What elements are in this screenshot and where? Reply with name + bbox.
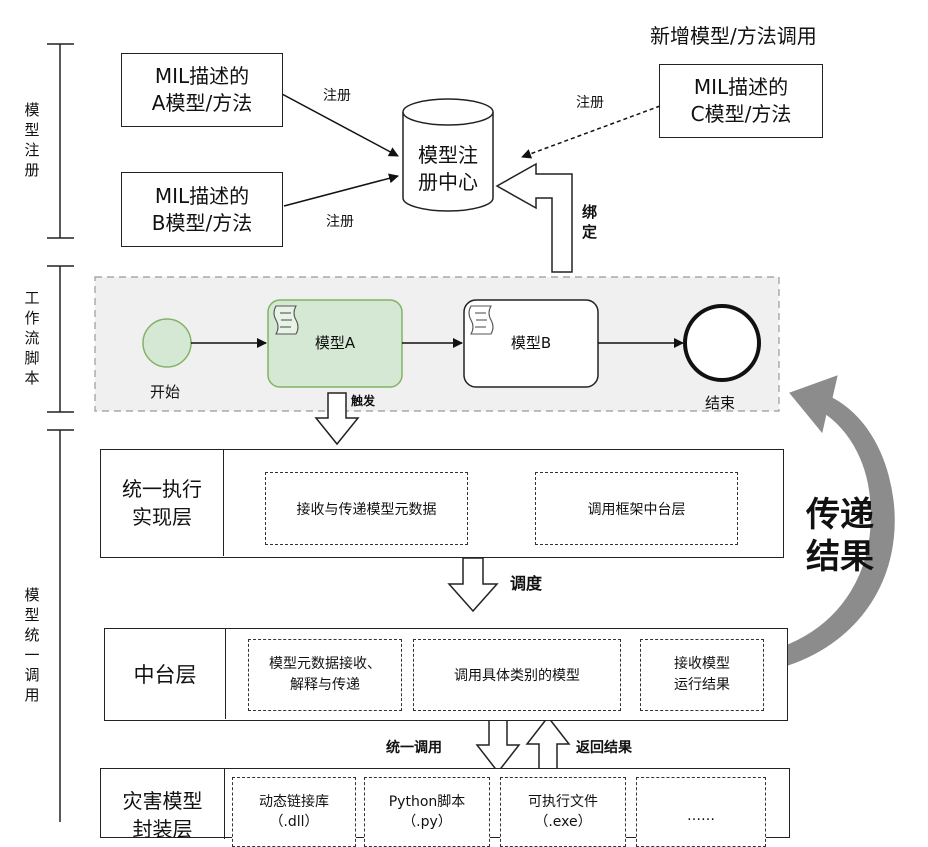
middle-item-metadata: 模型元数据接收、 解释与传递 xyxy=(248,639,402,711)
register-arrow-a xyxy=(281,93,399,157)
encap-layer-title: 灾害模型 封装层 xyxy=(101,769,225,841)
register-arrow-b xyxy=(283,173,399,207)
bracket-model-unified-call xyxy=(47,429,74,822)
register-label-c: 注册 xyxy=(576,95,604,111)
return-result-arrow xyxy=(525,715,571,773)
script-icon xyxy=(468,305,494,335)
end-label: 结束 xyxy=(705,394,736,412)
encap-item-more: …… xyxy=(636,777,766,847)
register-label-b: 注册 xyxy=(326,214,354,230)
bracket-workflow-script xyxy=(47,265,74,413)
bracket-model-register xyxy=(47,43,74,239)
mil-model-a-box: MIL描述的 A模型/方法 xyxy=(121,53,283,127)
bind-arrow xyxy=(495,162,573,273)
unified-call-label: 统一调用 xyxy=(386,740,442,756)
script-icon xyxy=(273,305,299,335)
side-label-model-register: 模 型 注 册 xyxy=(24,101,40,179)
registry-center-cylinder xyxy=(402,98,494,212)
register-arrow-c xyxy=(521,105,661,159)
return-result-label: 返回结果 xyxy=(576,740,632,756)
pass-result-label: 传递 结果 xyxy=(806,495,874,577)
task-model-b-label: 模型B xyxy=(510,334,552,352)
start-event xyxy=(142,318,192,368)
exec-layer-title: 统一执行 实现层 xyxy=(101,450,224,556)
unified-call-arrow xyxy=(475,719,521,774)
encap-layer: 灾害模型 封装层 动态链接库 （.dll） Python脚本 （.py） 可执行… xyxy=(100,768,790,847)
registry-center-label: 模型注 册中心 xyxy=(418,143,478,194)
trigger-arrow xyxy=(314,392,360,446)
mil-model-c-box: MIL描述的 C模型/方法 xyxy=(659,64,823,138)
schedule-label: 调度 xyxy=(510,574,543,593)
side-label-model-unified-call: 模 型 统 一 调 用 xyxy=(24,586,40,704)
encap-item-python: Python脚本 （.py） xyxy=(364,777,490,847)
exec-item-metadata: 接收与传递模型元数据 xyxy=(265,472,468,545)
middle-item-receive-result: 接收模型 运行结果 xyxy=(640,639,764,711)
encap-item-dll: 动态链接库 （.dll） xyxy=(232,777,356,847)
pass-result-curve-arrow xyxy=(787,375,895,666)
middle-layer: 中台层 模型元数据接收、 解释与传递 调用具体类别的模型 接收模型 运行结果 xyxy=(104,628,788,721)
encap-item-exe: 可执行文件 （.exe） xyxy=(500,777,626,847)
new-model-call-label: 新增模型/方法调用 xyxy=(650,24,817,48)
middle-layer-title: 中台层 xyxy=(105,629,226,719)
side-label-workflow-script: 工 作 流 脚 本 xyxy=(24,289,40,387)
workflow-area xyxy=(94,276,780,412)
register-label-a: 注册 xyxy=(323,88,351,104)
middle-item-call-model: 调用具体类别的模型 xyxy=(413,639,621,711)
task-model-a-label: 模型A xyxy=(314,334,356,352)
diagram-canvas xyxy=(47,43,895,822)
exec-layer: 统一执行 实现层 接收与传递模型元数据 调用框架中台层 xyxy=(100,449,784,558)
schedule-arrow xyxy=(447,557,499,613)
exec-item-call-middle: 调用框架中台层 xyxy=(535,472,738,545)
trigger-label: 触发 xyxy=(351,394,376,408)
bind-label: 绑 定 xyxy=(582,203,598,241)
mil-model-b-box: MIL描述的 B模型/方法 xyxy=(121,172,283,247)
end-event xyxy=(683,304,761,382)
start-label: 开始 xyxy=(150,383,181,401)
